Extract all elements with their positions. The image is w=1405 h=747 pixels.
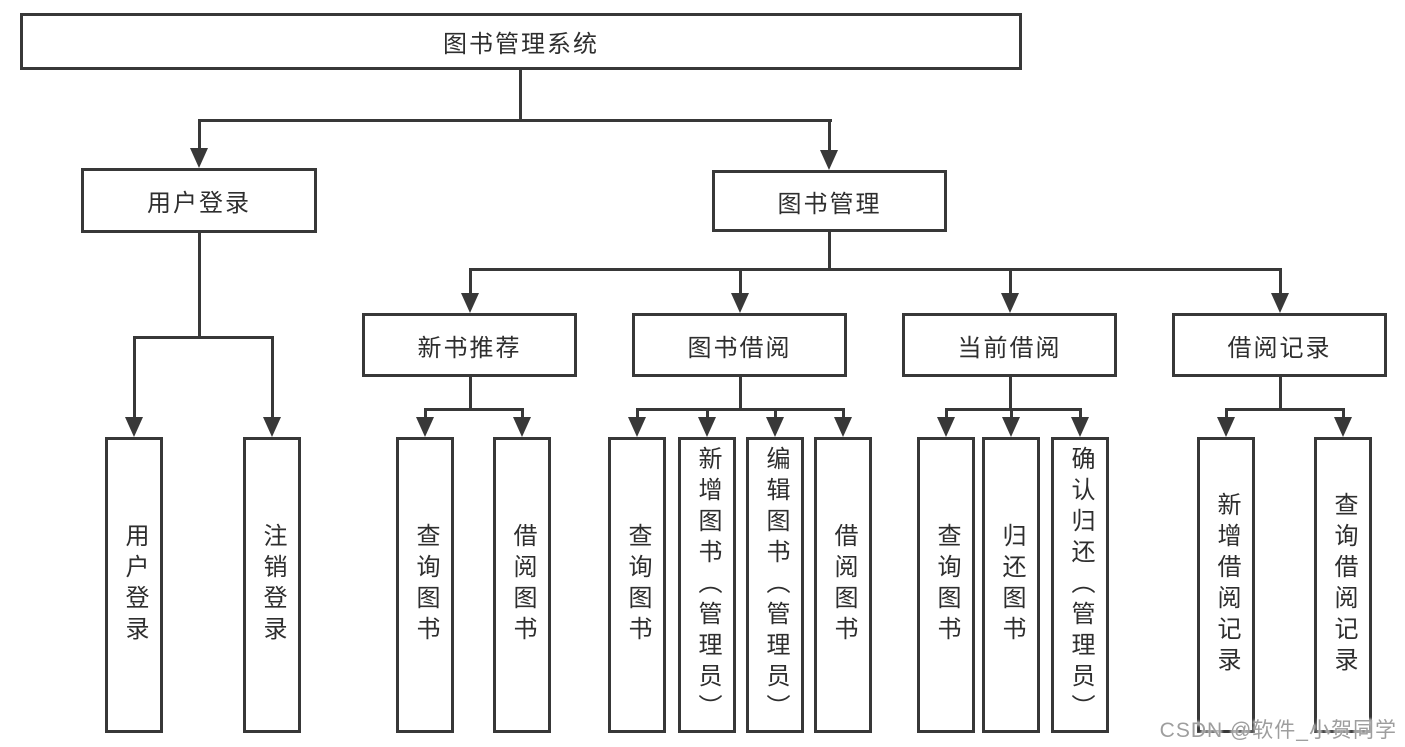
connector-new-book-rail [424, 408, 524, 411]
connector-user-login-drop [198, 233, 201, 336]
leaf-edit-books-admin: 编辑图书（管理员） [746, 437, 804, 733]
connector-root-rail [198, 119, 832, 122]
arrowhead-down-icon [1002, 417, 1020, 437]
connector-stub [636, 408, 639, 419]
node-label: 用户登录 [147, 190, 251, 217]
arrowhead-down-icon [263, 417, 281, 437]
node-borrowing-records: 借阅记录 [1172, 313, 1387, 377]
leaf-label: 查询图书 [624, 523, 651, 647]
connector-stub-new-book [469, 268, 472, 295]
leaf-logout: 注销登录 [243, 437, 301, 733]
connector-stub-logout-leaf [271, 336, 274, 419]
connector-stub [842, 408, 845, 419]
arrowhead-down-icon [125, 417, 143, 437]
connector-stub [521, 408, 524, 419]
leaf-query-books-current: 查询图书 [917, 437, 975, 733]
leaf-label: 查询借阅记录 [1330, 492, 1357, 678]
connector-stub [706, 408, 709, 419]
node-new-book-recommendation: 新书推荐 [362, 313, 577, 377]
connector-borrow-records-rail [1225, 408, 1345, 411]
leaf-return-books: 归还图书 [982, 437, 1040, 733]
connector-book-borrow-rail [636, 408, 845, 411]
arrowhead-down-icon [1217, 417, 1235, 437]
connector-book-management-drop [828, 232, 831, 270]
node-book-management: 图书管理 [712, 170, 947, 232]
connector-stub [1079, 408, 1082, 419]
connector-stub-current-borrow [1009, 268, 1012, 295]
leaf-label: 确认归还（管理员） [1067, 445, 1094, 725]
connector-stub [945, 408, 948, 419]
arrowhead-down-icon [416, 417, 434, 437]
leaf-borrow-books-recommend: 借阅图书 [493, 437, 551, 733]
leaf-label: 新增借阅记录 [1213, 492, 1240, 678]
connector-stub-login-leaf [133, 336, 136, 419]
leaf-label: 用户登录 [121, 523, 148, 647]
leaf-add-borrow-record: 新增借阅记录 [1197, 437, 1255, 733]
node-label: 新书推荐 [417, 334, 522, 362]
connector-stub-borrow-records [1279, 268, 1282, 295]
arrowhead-down-icon [190, 148, 208, 168]
leaf-label: 编辑图书（管理员） [762, 445, 789, 725]
connector-new-book-drop [469, 377, 472, 410]
connector-current-borrow-drop [1009, 377, 1012, 410]
arrowhead-down-icon [731, 293, 749, 313]
leaf-query-books-recommend: 查询图书 [396, 437, 454, 733]
leaf-label: 注销登录 [259, 523, 286, 647]
connector-user-login-rail [133, 336, 274, 339]
leaf-query-borrow-record: 查询借阅记录 [1314, 437, 1372, 733]
node-label: 图书管理 [777, 190, 882, 218]
connector-borrow-records-drop [1279, 377, 1282, 410]
connector-root-drop [519, 68, 522, 119]
connector-stub [1010, 408, 1013, 419]
leaf-label: 借阅图书 [830, 523, 857, 647]
node-label: 图书管理系统 [443, 31, 599, 58]
arrowhead-down-icon [937, 417, 955, 437]
connector-stub-book-borrow [739, 268, 742, 295]
arrowhead-down-icon [628, 417, 646, 437]
leaf-add-books-admin: 新增图书（管理员） [678, 437, 736, 733]
arrowhead-down-icon [1071, 417, 1089, 437]
leaf-label: 借阅图书 [509, 523, 536, 647]
leaf-borrow-books: 借阅图书 [814, 437, 872, 733]
leaf-confirm-return-admin: 确认归还（管理员） [1051, 437, 1109, 733]
arrowhead-down-icon [766, 417, 784, 437]
connector-stub [424, 408, 427, 419]
node-label: 借阅记录 [1227, 334, 1332, 362]
arrowhead-down-icon [1001, 293, 1019, 313]
leaf-label: 查询图书 [412, 523, 439, 647]
arrowhead-down-icon [1271, 293, 1289, 313]
connector-book-management-rail [469, 268, 1282, 271]
arrowhead-down-icon [1334, 417, 1352, 437]
arrowhead-down-icon [698, 417, 716, 437]
leaf-label: 查询图书 [933, 523, 960, 647]
connector-current-borrow-rail [945, 408, 1082, 411]
node-label: 当前借阅 [957, 334, 1062, 362]
connector-book-borrow-drop [739, 377, 742, 410]
connector-stub-user-login [198, 119, 201, 150]
connector-stub [1342, 408, 1345, 419]
node-user-login: 用户登录 [81, 168, 317, 233]
connector-stub [1225, 408, 1228, 419]
arrowhead-down-icon [461, 293, 479, 313]
node-current-borrowing: 当前借阅 [902, 313, 1117, 377]
leaf-label: 新增图书（管理员） [694, 445, 721, 725]
node-library-management-system: 图书管理系统 [20, 13, 1022, 70]
leaf-user-login: 用户登录 [105, 437, 163, 733]
connector-stub [774, 408, 777, 419]
leaf-label: 归还图书 [998, 523, 1025, 647]
csdn-watermark: CSDN @软件_小贺同学 [1159, 719, 1397, 742]
node-label: 图书借阅 [687, 334, 792, 362]
leaf-query-books-borrow: 查询图书 [608, 437, 666, 733]
arrowhead-down-icon [513, 417, 531, 437]
node-book-borrowing: 图书借阅 [632, 313, 847, 377]
arrowhead-down-icon [820, 150, 838, 170]
arrowhead-down-icon [834, 417, 852, 437]
connector-stub-book-management [828, 119, 831, 152]
